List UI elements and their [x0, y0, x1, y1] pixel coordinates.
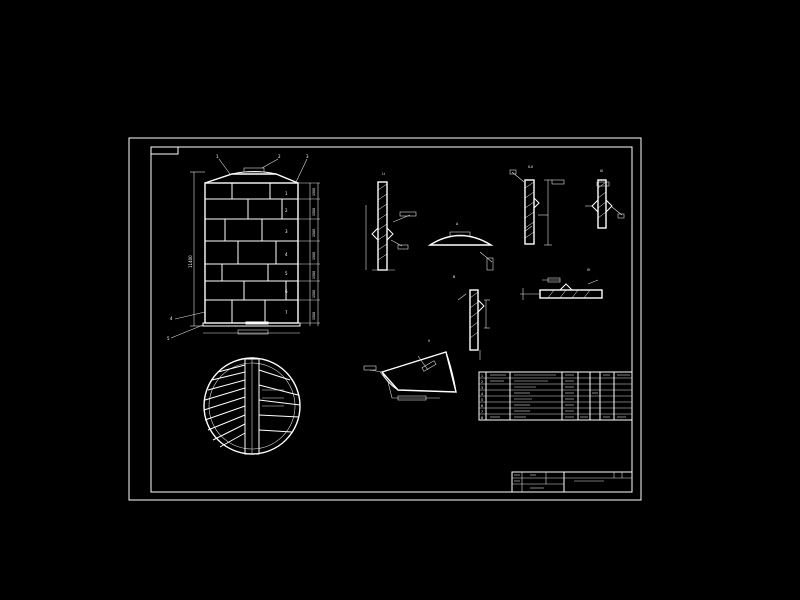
svg-text:III: III — [600, 169, 603, 173]
callout-5: 5 — [167, 336, 170, 341]
svg-text:1500: 1500 — [312, 312, 316, 320]
svg-text:1: 1 — [285, 191, 288, 196]
weld-detail-corner: B — [453, 275, 490, 360]
svg-text:1500: 1500 — [312, 229, 316, 237]
roof-plate-detail: A — [427, 222, 494, 271]
weld-detail-3: III — [585, 169, 625, 229]
weld-detail-2: II-II — [509, 165, 565, 246]
svg-text:A: A — [456, 222, 459, 226]
svg-text:2: 2 — [285, 208, 288, 213]
svg-text:II-II: II-II — [528, 165, 533, 169]
svg-text:1500: 1500 — [312, 252, 316, 260]
title-block — [511, 471, 633, 493]
svg-text:5: 5 — [285, 271, 288, 276]
fan-plate-development: V — [363, 339, 457, 401]
svg-text:5: 5 — [481, 398, 483, 402]
svg-text:1500: 1500 — [312, 271, 316, 279]
svg-text:7: 7 — [285, 310, 288, 315]
svg-text:4: 4 — [481, 392, 483, 396]
svg-text:3: 3 — [285, 229, 288, 234]
svg-text:IV: IV — [587, 268, 591, 272]
callout-1: 1 — [216, 154, 219, 159]
sheet-inner-frame — [150, 146, 633, 493]
drawing-number-box — [150, 146, 179, 155]
callout-3: 3 — [306, 154, 309, 159]
svg-text:6: 6 — [285, 289, 288, 294]
weld-detail-horizontal: IV — [520, 268, 603, 300]
overall-height-label: 11400 — [188, 255, 193, 268]
svg-text:1500: 1500 — [312, 290, 316, 298]
svg-text:4: 4 — [285, 252, 288, 257]
svg-text:8: 8 — [481, 416, 483, 420]
svg-text:3: 3 — [481, 386, 483, 390]
svg-text:1500: 1500 — [312, 208, 316, 216]
svg-text:2: 2 — [481, 380, 483, 384]
callout-4: 4 — [170, 316, 173, 321]
bom-table: 1 2 3 4 5 6 7 8 — [478, 371, 633, 421]
sheet-outer-border — [128, 137, 642, 501]
svg-text:1: 1 — [481, 374, 483, 378]
bottom-plate-plan-view — [203, 357, 301, 455]
tank-elevation-view: 11400 1 2 3 4 5 6 7 1500 1500 1500 1500 … — [167, 154, 320, 341]
tank-roof-outline — [204, 173, 299, 184]
svg-text:1500: 1500 — [312, 188, 316, 196]
callout-2: 2 — [278, 154, 281, 159]
svg-text:B: B — [453, 275, 455, 279]
svg-text:6: 6 — [481, 404, 483, 408]
weld-detail-1: I-I — [365, 172, 417, 271]
svg-text:V: V — [428, 339, 431, 343]
svg-text:7: 7 — [481, 410, 483, 414]
svg-text:I-I: I-I — [382, 172, 385, 176]
